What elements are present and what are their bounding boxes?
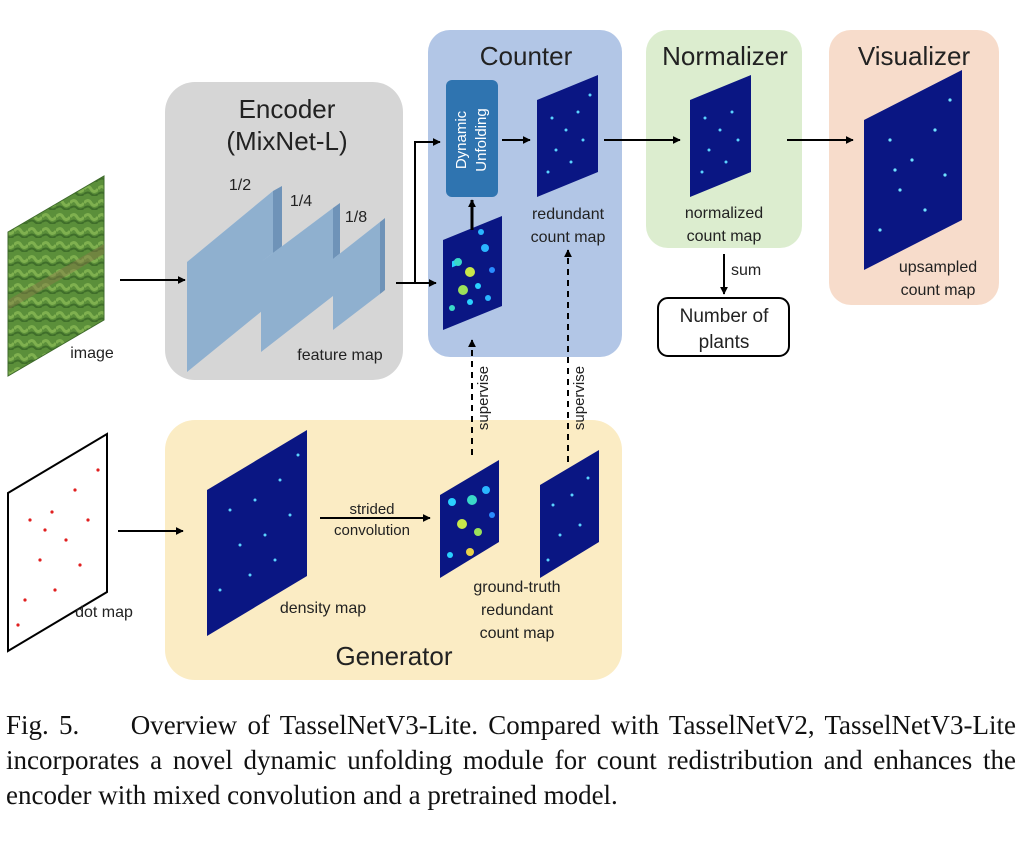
feature-map-label: feature map xyxy=(297,347,382,364)
dynamic-unfolding-label-2: Unfolding xyxy=(473,108,490,171)
gt-redundant-label-2: redundant xyxy=(481,602,554,619)
input-image xyxy=(7,175,105,377)
scale-quarter-label: 1/4 xyxy=(290,193,312,210)
caption-label: Fig. 5. xyxy=(6,710,80,740)
strided-convolution-label-2: convolution xyxy=(334,522,410,539)
image-label: image xyxy=(70,345,114,362)
redundant-count-map-label: redundant xyxy=(532,206,605,223)
visualizer-title: Visualizer xyxy=(858,41,971,71)
encoder-title: Encoder xyxy=(239,94,336,124)
normalizer-title: Normalizer xyxy=(662,41,788,71)
supervise-label-2: supervise xyxy=(571,366,588,430)
scale-eighth-label: 1/8 xyxy=(345,209,367,226)
number-of-plants-label: Number of xyxy=(680,306,769,327)
figure-caption: Fig. 5. Overview of TasselNetV3-Lite. Co… xyxy=(6,708,1016,813)
number-of-plants-box xyxy=(657,297,790,357)
encoder-to-dynamic-unfolding-arrow xyxy=(414,138,441,283)
gt-redundant-map xyxy=(540,450,599,578)
density-map xyxy=(207,430,307,636)
caption-text: Overview of TasselNetV3-Lite. Compared w… xyxy=(6,710,1016,810)
normalized-count-map-label-2: count map xyxy=(687,228,762,245)
upsampled-count-map-label-2: count map xyxy=(901,282,976,299)
redundant-count-map-label-2: count map xyxy=(531,229,606,246)
number-of-plants-label-2: plants xyxy=(699,332,750,353)
normalized-count-map-label: normalized xyxy=(685,205,763,222)
dynamic-unfolding-label: Dynamic xyxy=(453,110,470,169)
gt-redundant-label-3: count map xyxy=(480,625,555,642)
dynamic-unfolding-block xyxy=(446,80,498,197)
supervise-label-1: supervise xyxy=(475,366,492,430)
strided-convolution-label: strided xyxy=(349,501,394,518)
encoder-subtitle: (MixNet-L) xyxy=(226,126,347,156)
upsampled-count-map-label: upsampled xyxy=(899,259,977,276)
dot-map-label: dot map xyxy=(75,604,133,621)
redundant-count-map xyxy=(537,75,598,197)
upsampled-count-map xyxy=(864,70,962,270)
dot-map xyxy=(7,432,108,653)
feature-block-eighth xyxy=(333,218,385,330)
gt-bright-map xyxy=(440,460,499,578)
generator-title: Generator xyxy=(335,641,452,671)
scale-half-label: 1/2 xyxy=(229,177,251,194)
gt-redundant-label: ground-truth xyxy=(473,579,560,596)
predicted-map xyxy=(443,216,502,330)
counter-title: Counter xyxy=(480,41,573,71)
density-map-label: density map xyxy=(280,600,366,617)
sum-label: sum xyxy=(731,262,761,279)
normalized-count-map xyxy=(690,75,751,197)
